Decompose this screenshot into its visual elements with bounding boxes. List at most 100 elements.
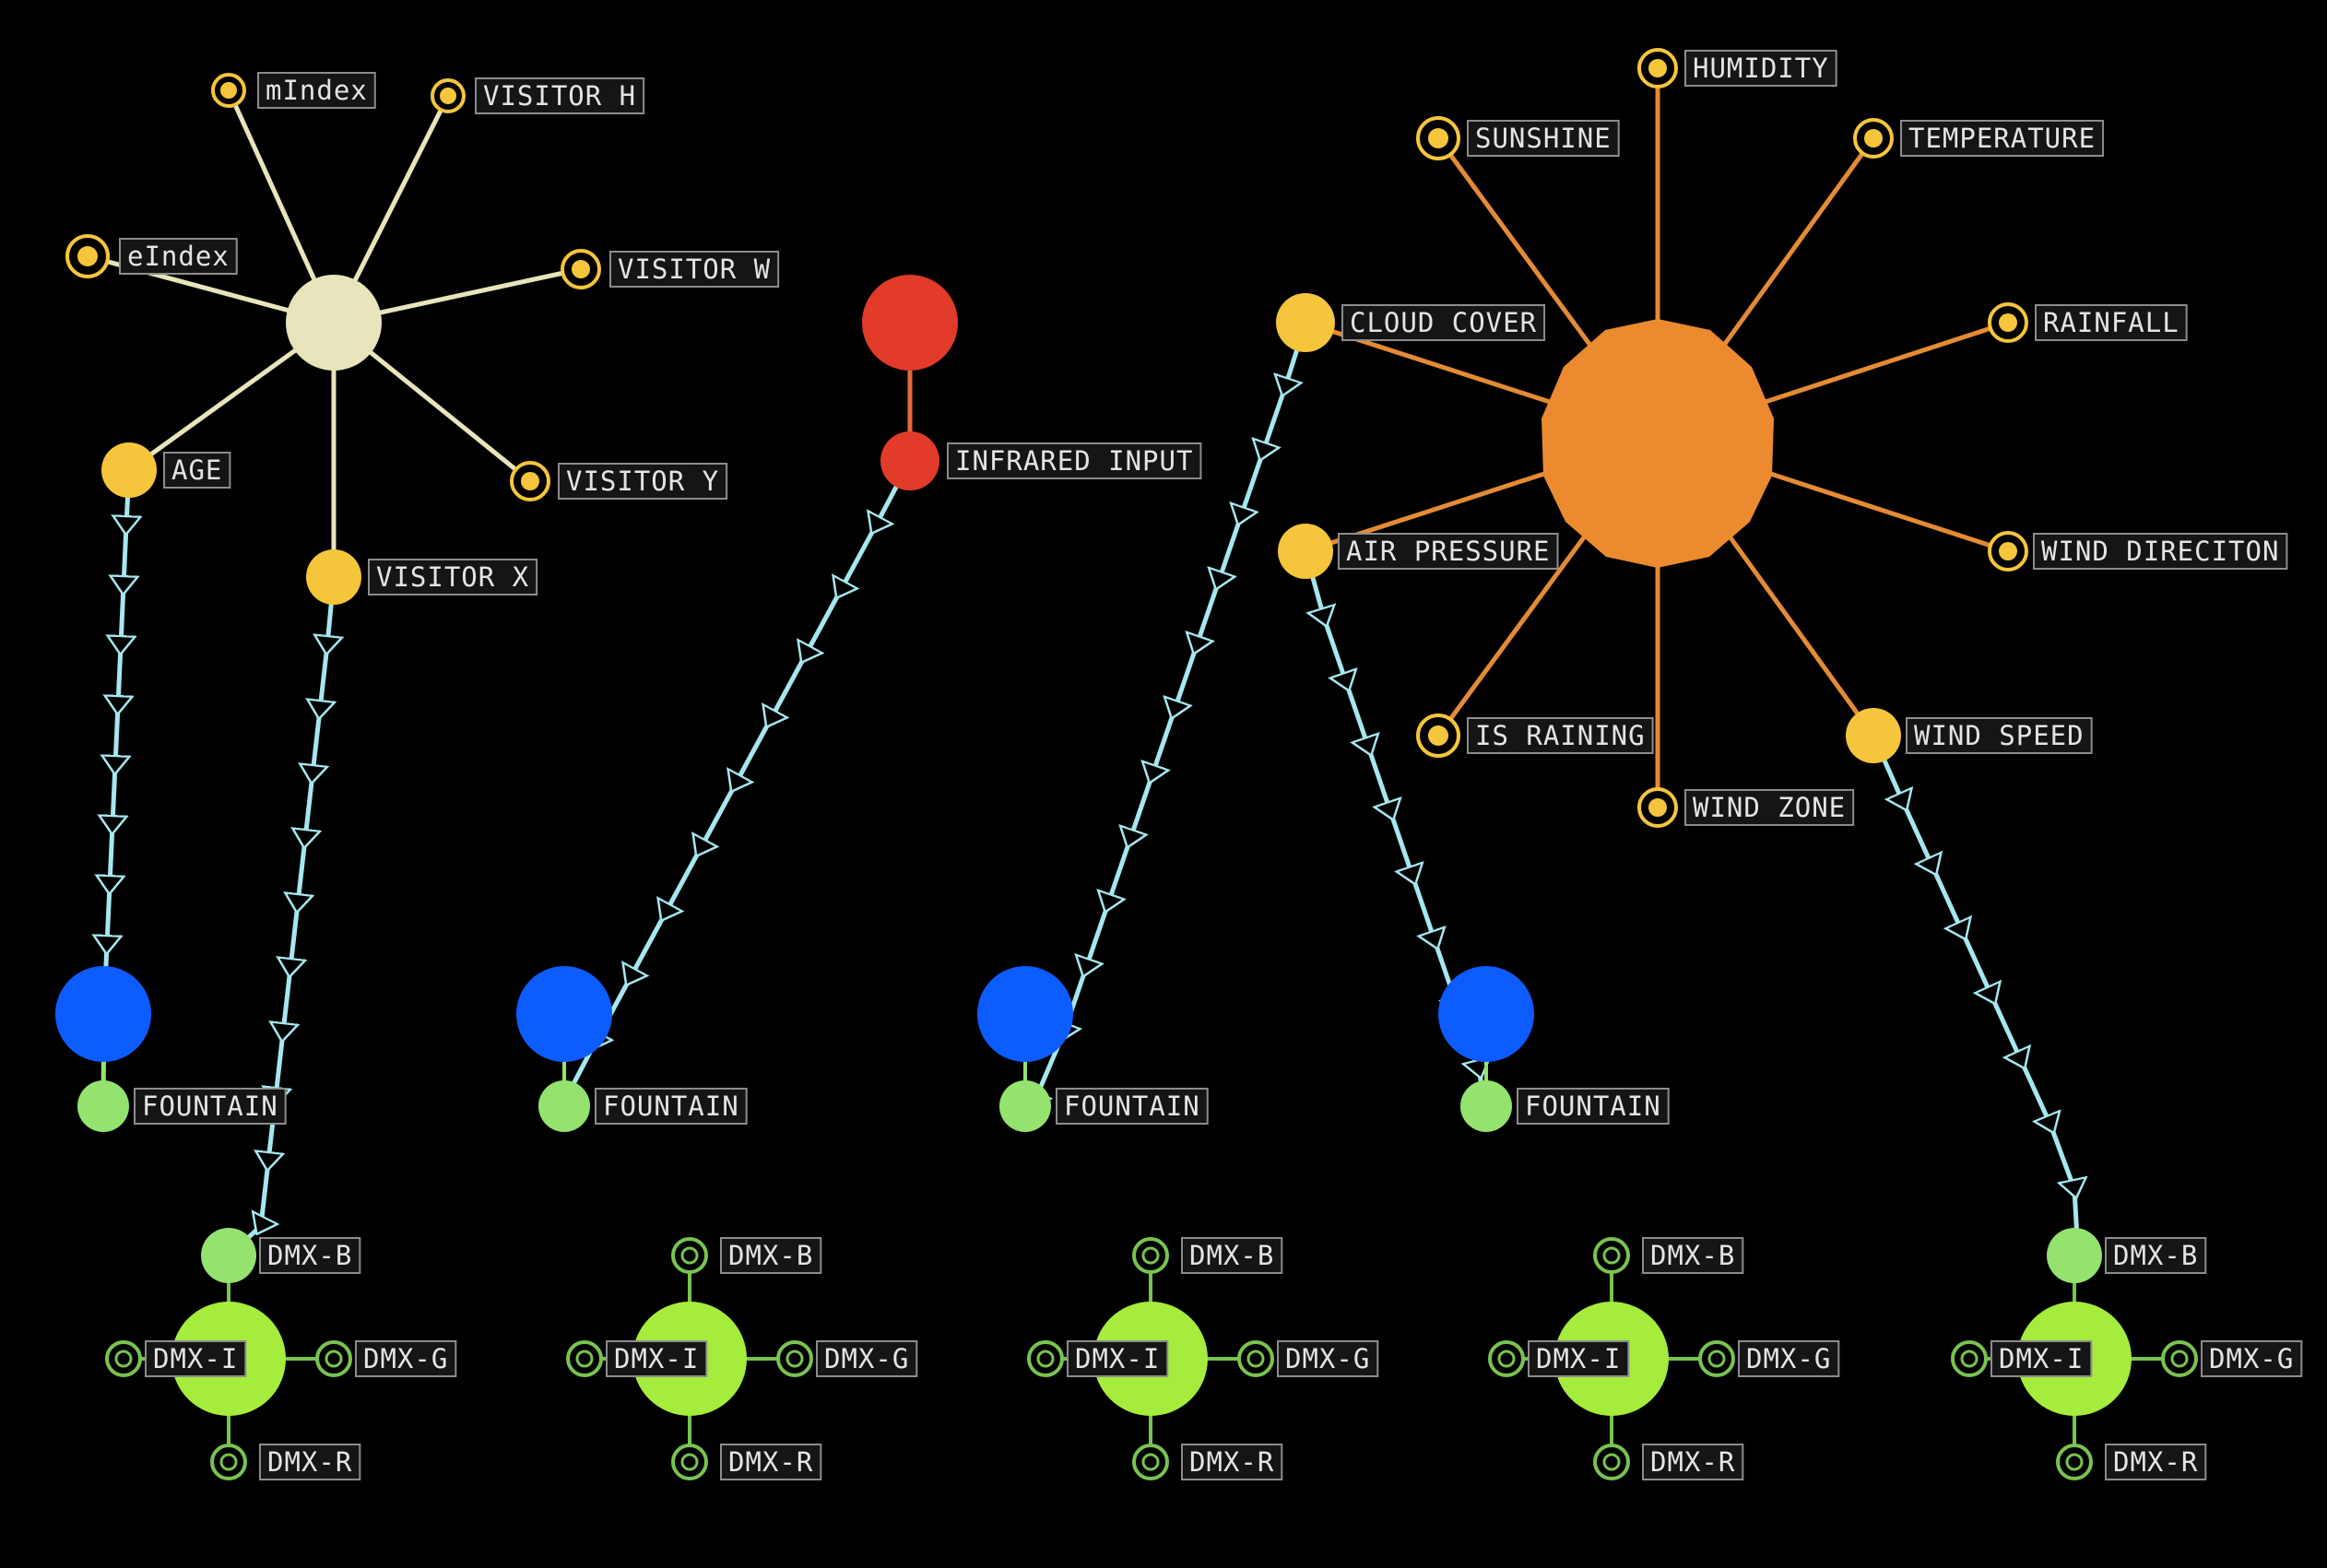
input-node-wind-direction[interactable] [1988, 531, 2028, 572]
label-mindex: mIndex [257, 72, 376, 109]
svg-text:DMX-I: DMX-I [614, 1343, 699, 1374]
label-dmx-r-3: DMX-R [1181, 1444, 1283, 1480]
label-dmx-g-3: DMX-G [1277, 1340, 1379, 1377]
weather-hub-node[interactable] [1541, 319, 1774, 568]
flow-age-to-fountain-1 [103, 469, 129, 1097]
label-dmx-b-1: DMX-B [259, 1237, 361, 1274]
label-fountain-2: FOUNTAIN [595, 1088, 748, 1125]
label-dmx-g-5: DMX-G [2201, 1340, 2303, 1377]
dmx-g-node-4[interactable] [1698, 1340, 1735, 1377]
svg-text:FOUNTAIN: FOUNTAIN [1064, 1091, 1200, 1122]
svg-text:VISITOR H: VISITOR H [483, 80, 636, 112]
label-fountain-4: FOUNTAIN [1517, 1088, 1670, 1125]
dmx-g-node-2[interactable] [776, 1340, 813, 1377]
label-dmx-b-2: DMX-B [720, 1237, 822, 1274]
dmx-i-node-3[interactable] [1027, 1340, 1064, 1377]
dmx-r-node-3[interactable] [1132, 1444, 1169, 1480]
input-node-visitor-h[interactable] [431, 78, 466, 113]
svg-text:FOUNTAIN: FOUNTAIN [142, 1091, 278, 1122]
fountain-4[interactable] [1438, 966, 1534, 1132]
svg-text:DMX-B: DMX-B [267, 1240, 352, 1271]
label-dmx-g-4: DMX-G [1738, 1340, 1840, 1377]
input-node-rainfall[interactable] [1988, 302, 2028, 343]
dmx-i-node-5[interactable] [1951, 1340, 1988, 1377]
dmx-r-node-5[interactable] [2056, 1444, 2093, 1480]
input-node-temperature[interactable] [1853, 118, 1894, 159]
dmx-g-node-3[interactable] [1237, 1340, 1274, 1377]
input-node-visitor-w[interactable] [561, 249, 601, 289]
label-dmx-g-1: DMX-G [355, 1340, 457, 1377]
label-age: AGE [163, 452, 231, 489]
svg-text:DMX-R: DMX-R [2113, 1446, 2198, 1478]
dmx-b-node-4[interactable] [1593, 1237, 1630, 1274]
svg-text:eIndex: eIndex [127, 241, 230, 272]
input-node-eindex[interactable] [65, 234, 110, 278]
svg-text:AGE: AGE [171, 454, 222, 486]
structure-links [101, 1014, 1488, 1106]
svg-text:RAINFALL: RAINFALL [2043, 307, 2179, 338]
input-node-cloud-cover[interactable] [1276, 293, 1335, 352]
label-visitor-w: VISITOR W [609, 251, 780, 288]
nodes-layer [55, 48, 2198, 1480]
svg-text:FOUNTAIN: FOUNTAIN [1525, 1091, 1661, 1122]
label-dmx-b-3: DMX-B [1181, 1237, 1283, 1274]
dmx-r-node-2[interactable] [671, 1444, 708, 1480]
dmx-i-node-4[interactable] [1488, 1340, 1525, 1377]
label-fountain-3: FOUNTAIN [1056, 1088, 1209, 1125]
fountain-2[interactable] [516, 966, 612, 1132]
label-sunshine: SUNSHINE [1467, 120, 1620, 157]
visitor-hub-node[interactable] [286, 275, 382, 371]
dmx-b-node-1[interactable] [201, 1228, 256, 1283]
flow-infrared-to-fountain-2 [564, 459, 913, 1102]
label-dmx-i-3: DMX-I [1067, 1340, 1169, 1377]
fountain-1[interactable] [55, 966, 151, 1132]
input-node-mindex[interactable] [211, 73, 246, 108]
input-node-visitor-y[interactable] [510, 461, 550, 501]
dmx-g-node-5[interactable] [2161, 1340, 2198, 1377]
dmx-b-node-3[interactable] [1132, 1237, 1169, 1274]
dmx-i-node-1[interactable] [105, 1340, 142, 1377]
label-visitor-h: VISITOR H [475, 77, 645, 114]
dmx-r-node-1[interactable] [210, 1444, 247, 1480]
dmx-i-node-2[interactable] [566, 1340, 603, 1377]
input-node-age[interactable] [101, 442, 157, 498]
label-dmx-i-1: DMX-I [145, 1340, 247, 1377]
labels-layer: mIndex VISITOR H eIndex VISITOR W AGE VI… [119, 50, 2288, 1125]
svg-text:mIndex: mIndex [266, 75, 368, 106]
label-wind-direction: WIND DIRECITON [2033, 533, 2288, 570]
input-node-humidity[interactable] [1637, 48, 1678, 88]
infrared-input-node[interactable] [880, 431, 939, 490]
flow-cloud-cover-to-fountain-3 [1034, 322, 1308, 1102]
svg-text:CLOUD COVER: CLOUD COVER [1350, 307, 1537, 338]
dmx-g-node-1[interactable] [315, 1340, 352, 1377]
fountain-3[interactable] [977, 966, 1073, 1132]
svg-text:DMX-I: DMX-I [1075, 1343, 1160, 1374]
svg-text:DMX-R: DMX-R [1189, 1446, 1274, 1478]
label-humidity: HUMIDITY [1684, 50, 1837, 87]
label-dmx-b-4: DMX-B [1642, 1237, 1744, 1274]
label-dmx-r-2: DMX-R [720, 1444, 822, 1480]
infrared-hub-node[interactable] [862, 275, 958, 371]
label-dmx-r-4: DMX-R [1642, 1444, 1744, 1480]
svg-text:VISITOR W: VISITOR W [618, 253, 771, 285]
input-node-wind-speed[interactable] [1846, 708, 1901, 763]
label-eindex: eIndex [119, 238, 238, 275]
dmx-r-node-4[interactable] [1593, 1444, 1630, 1480]
input-node-air-pressure[interactable] [1278, 524, 1333, 579]
svg-text:DMX-G: DMX-G [1746, 1343, 1831, 1374]
label-infrared-input: INFRARED INPUT [947, 442, 1202, 479]
input-node-sunshine[interactable] [1416, 116, 1460, 160]
svg-text:DMX-B: DMX-B [1189, 1240, 1274, 1271]
svg-text:VISITOR X: VISITOR X [376, 561, 529, 593]
label-dmx-b-5: DMX-B [2105, 1237, 2207, 1274]
dmx-b-node-2[interactable] [671, 1237, 708, 1274]
svg-text:INFRARED INPUT: INFRARED INPUT [955, 445, 1193, 477]
svg-text:DMX-I: DMX-I [153, 1343, 238, 1374]
input-node-wind-zone[interactable] [1637, 787, 1678, 828]
dmx-b-node-5[interactable] [2047, 1228, 2102, 1283]
svg-text:DMX-R: DMX-R [728, 1446, 813, 1478]
input-node-visitor-x[interactable] [306, 549, 361, 605]
input-node-is-raining[interactable] [1416, 713, 1460, 758]
